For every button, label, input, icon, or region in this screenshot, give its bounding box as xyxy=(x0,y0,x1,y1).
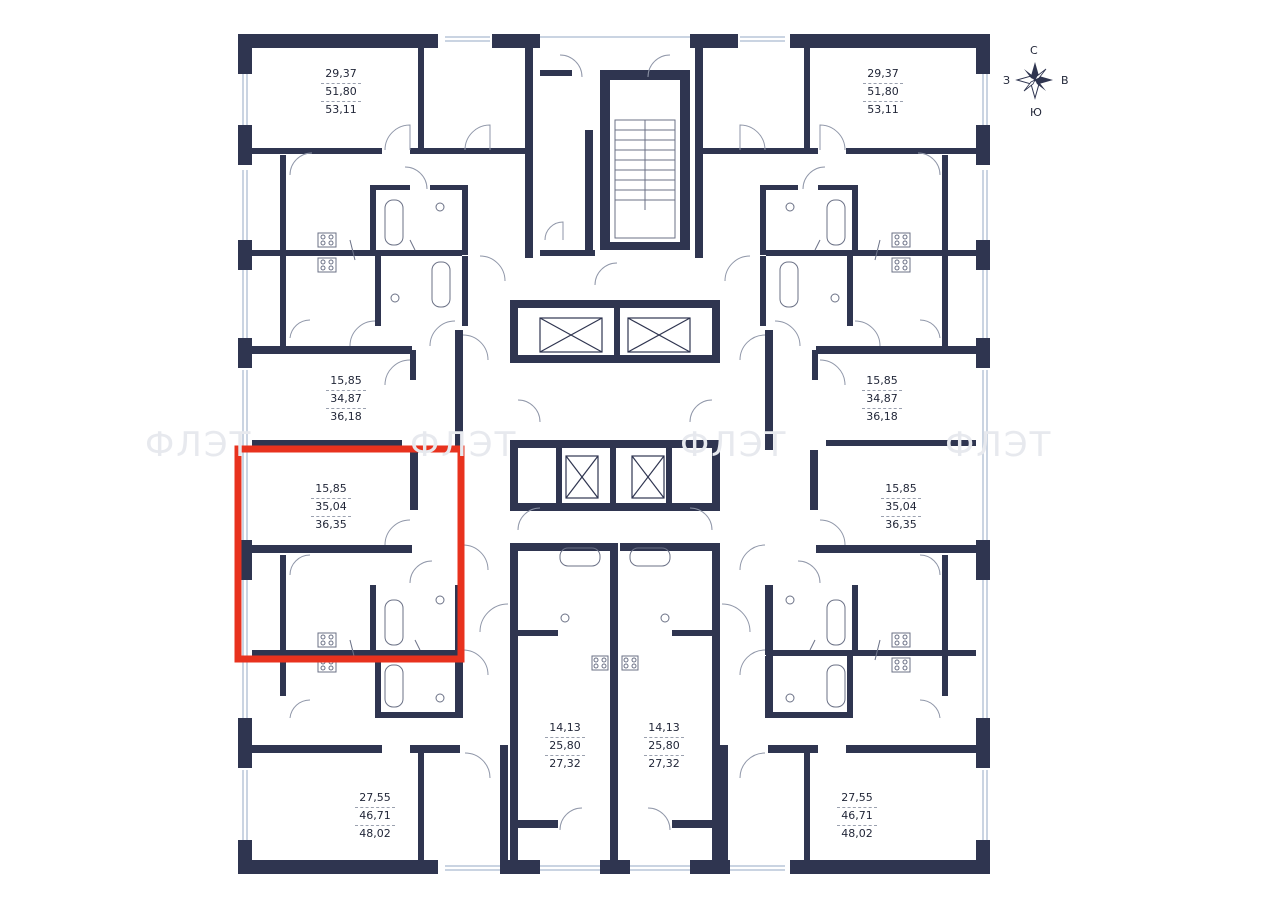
total-area: 51,80 xyxy=(863,84,903,102)
living-area: 27,55 xyxy=(837,790,877,808)
total-area: 46,71 xyxy=(355,808,395,826)
area-label-bottom-center-right[interactable]: 14,13 25,80 27,32 xyxy=(644,720,684,773)
total-area-with-balcony: 36,35 xyxy=(315,518,347,531)
total-area: 34,87 xyxy=(326,391,366,409)
total-area-with-balcony: 36,18 xyxy=(866,410,898,423)
total-area-with-balcony: 36,18 xyxy=(330,410,362,423)
total-area-with-balcony: 53,11 xyxy=(325,103,357,116)
walls xyxy=(238,34,990,874)
total-area-with-balcony: 27,32 xyxy=(648,757,680,770)
watermark: ФЛЭТ xyxy=(410,425,518,465)
total-area: 35,04 xyxy=(311,499,351,517)
total-area-with-balcony: 53,11 xyxy=(867,103,899,116)
living-area: 15,85 xyxy=(326,373,366,391)
total-area: 34,87 xyxy=(862,391,902,409)
total-area: 25,80 xyxy=(644,738,684,756)
area-label-bottom-right[interactable]: 27,55 46,71 48,02 xyxy=(837,790,877,843)
doors xyxy=(289,54,941,831)
watermark: ФЛЭТ xyxy=(680,425,788,465)
compass-south: Ю xyxy=(1030,106,1042,119)
total-area-with-balcony: 48,02 xyxy=(841,827,873,840)
watermark: ФЛЭТ xyxy=(145,425,253,465)
living-area: 15,85 xyxy=(881,481,921,499)
living-area: 29,37 xyxy=(321,66,361,84)
stair-steps xyxy=(614,119,676,239)
total-area: 25,80 xyxy=(545,738,585,756)
area-label-mid-left-2[interactable]: 15,85 35,04 36,35 xyxy=(311,481,351,534)
area-label-mid-left-1[interactable]: 15,85 34,87 36,18 xyxy=(326,373,366,426)
total-area: 35,04 xyxy=(881,499,921,517)
compass-west: З xyxy=(1003,74,1011,87)
stoves xyxy=(317,232,911,673)
total-area-with-balcony: 36,35 xyxy=(885,518,917,531)
elevator-shafts xyxy=(539,317,691,499)
area-label-bottom-left[interactable]: 27,55 46,71 48,02 xyxy=(355,790,395,843)
fixtures xyxy=(349,199,881,708)
selected-apartment-highlight[interactable] xyxy=(234,445,465,663)
area-label-bottom-center-left[interactable]: 14,13 25,80 27,32 xyxy=(545,720,585,773)
area-label-mid-right-2[interactable]: 15,85 35,04 36,35 xyxy=(881,481,921,534)
living-area: 15,85 xyxy=(311,481,351,499)
total-area-with-balcony: 27,32 xyxy=(549,757,581,770)
compass-icon xyxy=(1015,62,1053,100)
watermark: ФЛЭТ xyxy=(945,425,1053,465)
total-area-with-balcony: 48,02 xyxy=(359,827,391,840)
total-area: 51,80 xyxy=(321,84,361,102)
compass-east: В xyxy=(1061,74,1069,87)
living-area: 27,55 xyxy=(355,790,395,808)
living-area: 14,13 xyxy=(545,720,585,738)
total-area: 46,71 xyxy=(837,808,877,826)
windows xyxy=(242,36,988,871)
living-area: 29,37 xyxy=(863,66,903,84)
living-area: 15,85 xyxy=(862,373,902,391)
area-label-top-left[interactable]: 29,37 51,80 53,11 xyxy=(321,66,361,119)
living-area: 14,13 xyxy=(644,720,684,738)
area-label-mid-right-1[interactable]: 15,85 34,87 36,18 xyxy=(862,373,902,426)
area-label-top-right[interactable]: 29,37 51,80 53,11 xyxy=(863,66,903,119)
compass-north: С xyxy=(1030,44,1038,57)
